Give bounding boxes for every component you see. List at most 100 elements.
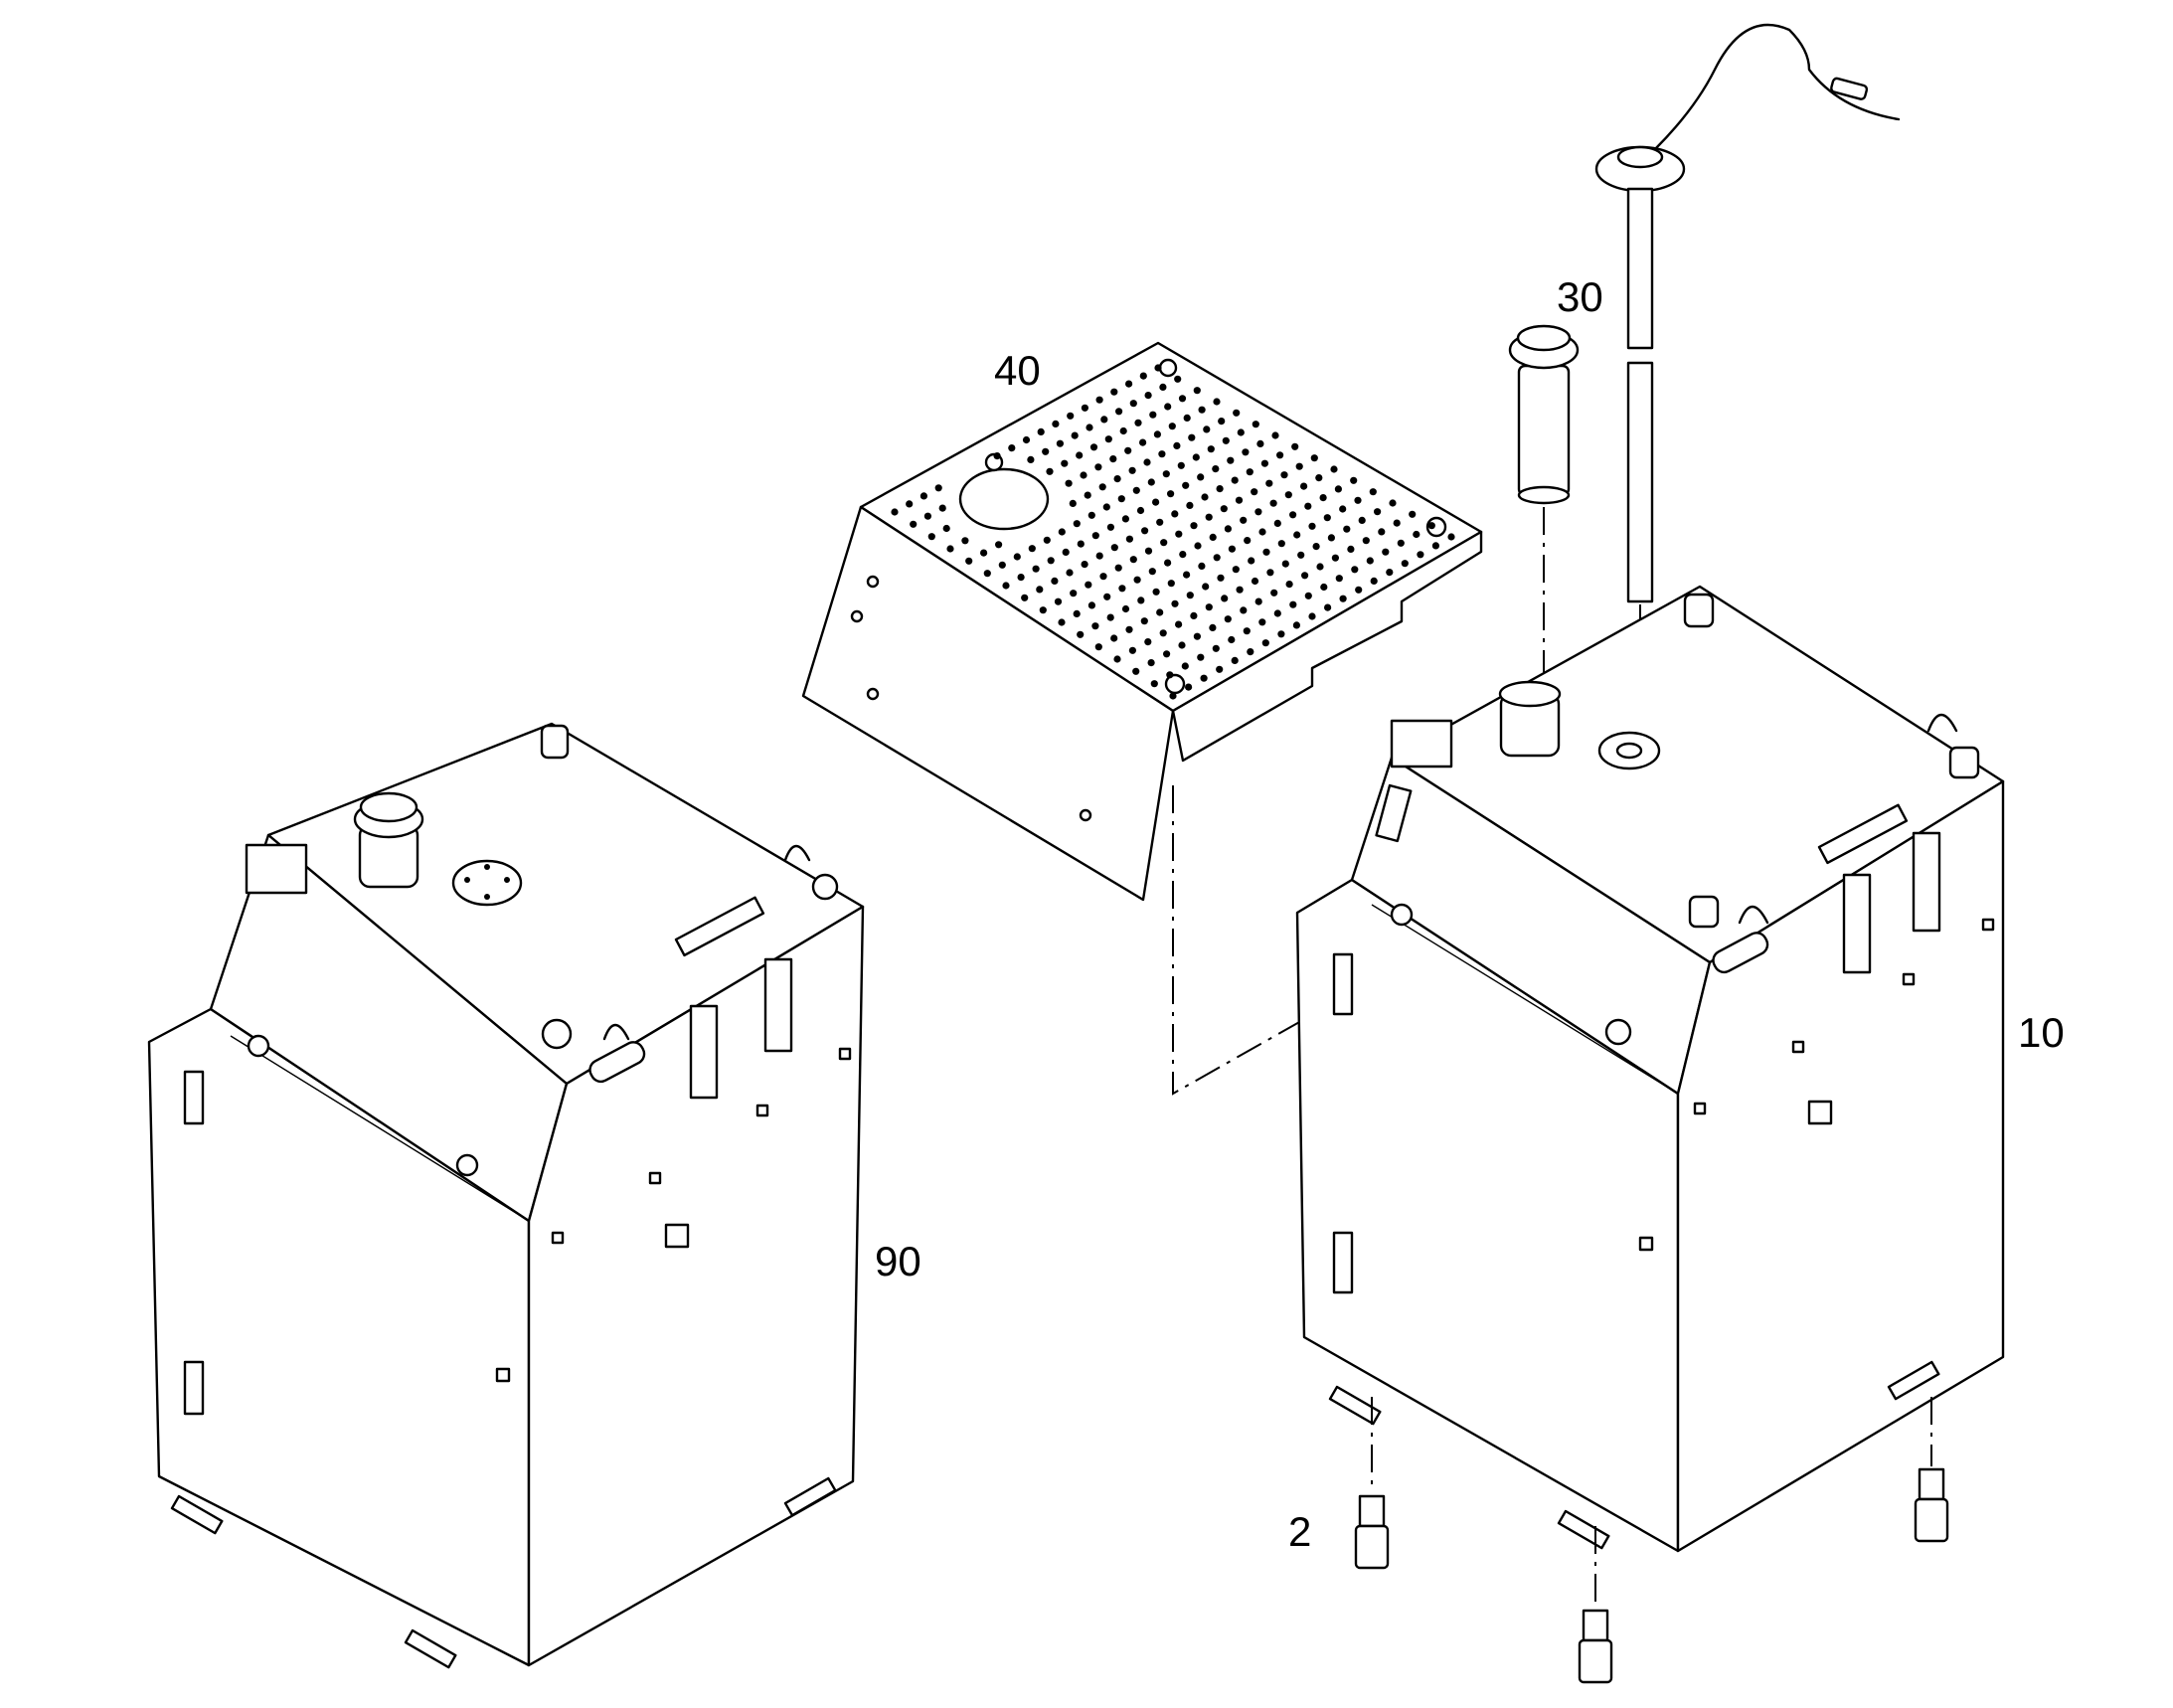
perforation-hole — [1209, 623, 1217, 632]
perforation-hole — [1417, 551, 1424, 559]
perforation-hole — [1128, 466, 1136, 474]
perforation-hole — [1113, 655, 1121, 663]
perforation-hole — [1331, 554, 1339, 562]
callout-40: 40 — [994, 347, 1041, 394]
perforation-hole — [1217, 574, 1225, 582]
perforation-hole — [1066, 569, 1074, 577]
perforation-hole — [1190, 611, 1198, 620]
perforation-hole — [1431, 542, 1439, 550]
perforation-hole — [1182, 481, 1190, 489]
perforation-hole — [1258, 618, 1266, 626]
perforation-hole — [995, 541, 1003, 549]
perforation-hole — [1086, 424, 1093, 431]
perforation-hole — [1174, 375, 1182, 383]
perforation-hole — [1289, 511, 1297, 519]
perforation-hole — [1312, 543, 1320, 551]
perforation-hole — [1354, 496, 1362, 504]
perforation-hole — [906, 500, 914, 508]
perforation-hole — [1193, 632, 1201, 640]
perforation-hole — [1071, 431, 1079, 439]
perforation-hole — [1304, 592, 1312, 599]
perforation-hole — [1409, 510, 1417, 518]
perforation-hole — [1270, 589, 1278, 597]
perforation-hole — [1162, 470, 1170, 478]
perforation-hole — [1167, 580, 1175, 588]
perforation-hole — [1133, 576, 1141, 584]
perforation-hole — [1144, 392, 1152, 400]
filler-neck-assembly — [1508, 324, 1580, 676]
perforation-hole — [1216, 485, 1224, 493]
right-tank — [1295, 585, 2005, 1553]
perforation-hole — [1087, 601, 1095, 609]
sender-tube-lower — [1626, 361, 1654, 603]
perforation-hole — [1175, 530, 1183, 538]
left-tank-vent-post — [540, 724, 570, 760]
perforation-hole — [1185, 683, 1193, 691]
perforation-hole — [1058, 618, 1066, 626]
perforation-hole — [1198, 406, 1206, 414]
perforation-hole — [1243, 627, 1251, 635]
perforation-hole — [1152, 498, 1160, 506]
perforation-hole — [1104, 435, 1112, 443]
perforation-hole — [1228, 545, 1236, 553]
perforation-hole — [1022, 435, 1031, 444]
perforation-hole — [1382, 548, 1390, 556]
perforation-hole — [1028, 545, 1036, 553]
left-tank — [147, 722, 865, 1669]
perforation-hole — [1389, 499, 1397, 507]
perforation-hole — [1132, 486, 1140, 494]
perforation-hole — [1335, 575, 1343, 583]
perforation-hole — [1156, 518, 1164, 526]
perforation-hole — [1205, 603, 1213, 611]
perforation-hole — [938, 504, 946, 512]
perforation-hole — [1251, 488, 1258, 496]
perforation-hole — [1252, 421, 1259, 428]
perforation-hole — [1248, 557, 1255, 565]
perforation-hole — [891, 508, 899, 516]
perforation-hole — [1276, 451, 1284, 459]
perforation-hole — [1051, 577, 1059, 586]
right-tank-right-panel — [1676, 779, 2005, 1553]
perforation-hole — [942, 524, 950, 533]
perforation-hole — [1397, 539, 1405, 547]
perforation-hole — [1269, 499, 1277, 507]
perforation-hole — [1320, 583, 1328, 592]
perforation-hole — [1284, 491, 1292, 499]
perforation-hole — [1171, 599, 1179, 607]
perforation-hole — [910, 520, 918, 528]
perforation-hole — [1351, 566, 1359, 574]
perforation-hole — [998, 561, 1006, 569]
sender-connector — [1830, 77, 1869, 100]
perforation-hole — [1203, 426, 1211, 433]
callout-90: 90 — [875, 1238, 921, 1284]
perforation-hole — [1193, 387, 1201, 395]
perforation-hole — [1207, 445, 1215, 453]
perforation-hole — [1237, 428, 1245, 436]
perforation-hole — [1315, 474, 1323, 482]
cover-plate-filler-opening — [958, 467, 1050, 531]
perforation-hole — [1070, 590, 1078, 598]
perforation-hole — [1169, 692, 1177, 700]
perforation-hole — [1150, 680, 1158, 688]
perforation-hole — [1240, 516, 1248, 524]
perforation-hole — [1401, 560, 1409, 568]
perforation-hole — [1231, 476, 1239, 484]
perforation-hole — [1080, 471, 1087, 479]
perforation-hole — [927, 533, 935, 541]
perforation-hole — [1058, 528, 1066, 536]
perforation-hole — [1277, 630, 1285, 638]
perforation-hole — [1147, 659, 1155, 667]
perforation-hole — [1222, 436, 1230, 444]
perforation-hole — [1089, 443, 1098, 451]
perforation-hole — [1232, 566, 1240, 574]
perforation-hole — [1171, 510, 1179, 518]
perforation-hole — [1008, 444, 1016, 452]
perforation-hole — [1128, 646, 1136, 654]
perforation-hole — [1224, 525, 1232, 533]
perforation-hole — [1139, 372, 1147, 380]
perforation-hole — [1393, 519, 1401, 527]
perforation-hole — [1139, 438, 1147, 446]
perforation-hole — [1289, 600, 1297, 608]
perforation-hole — [1113, 475, 1121, 483]
perforation-hole — [1148, 568, 1156, 576]
